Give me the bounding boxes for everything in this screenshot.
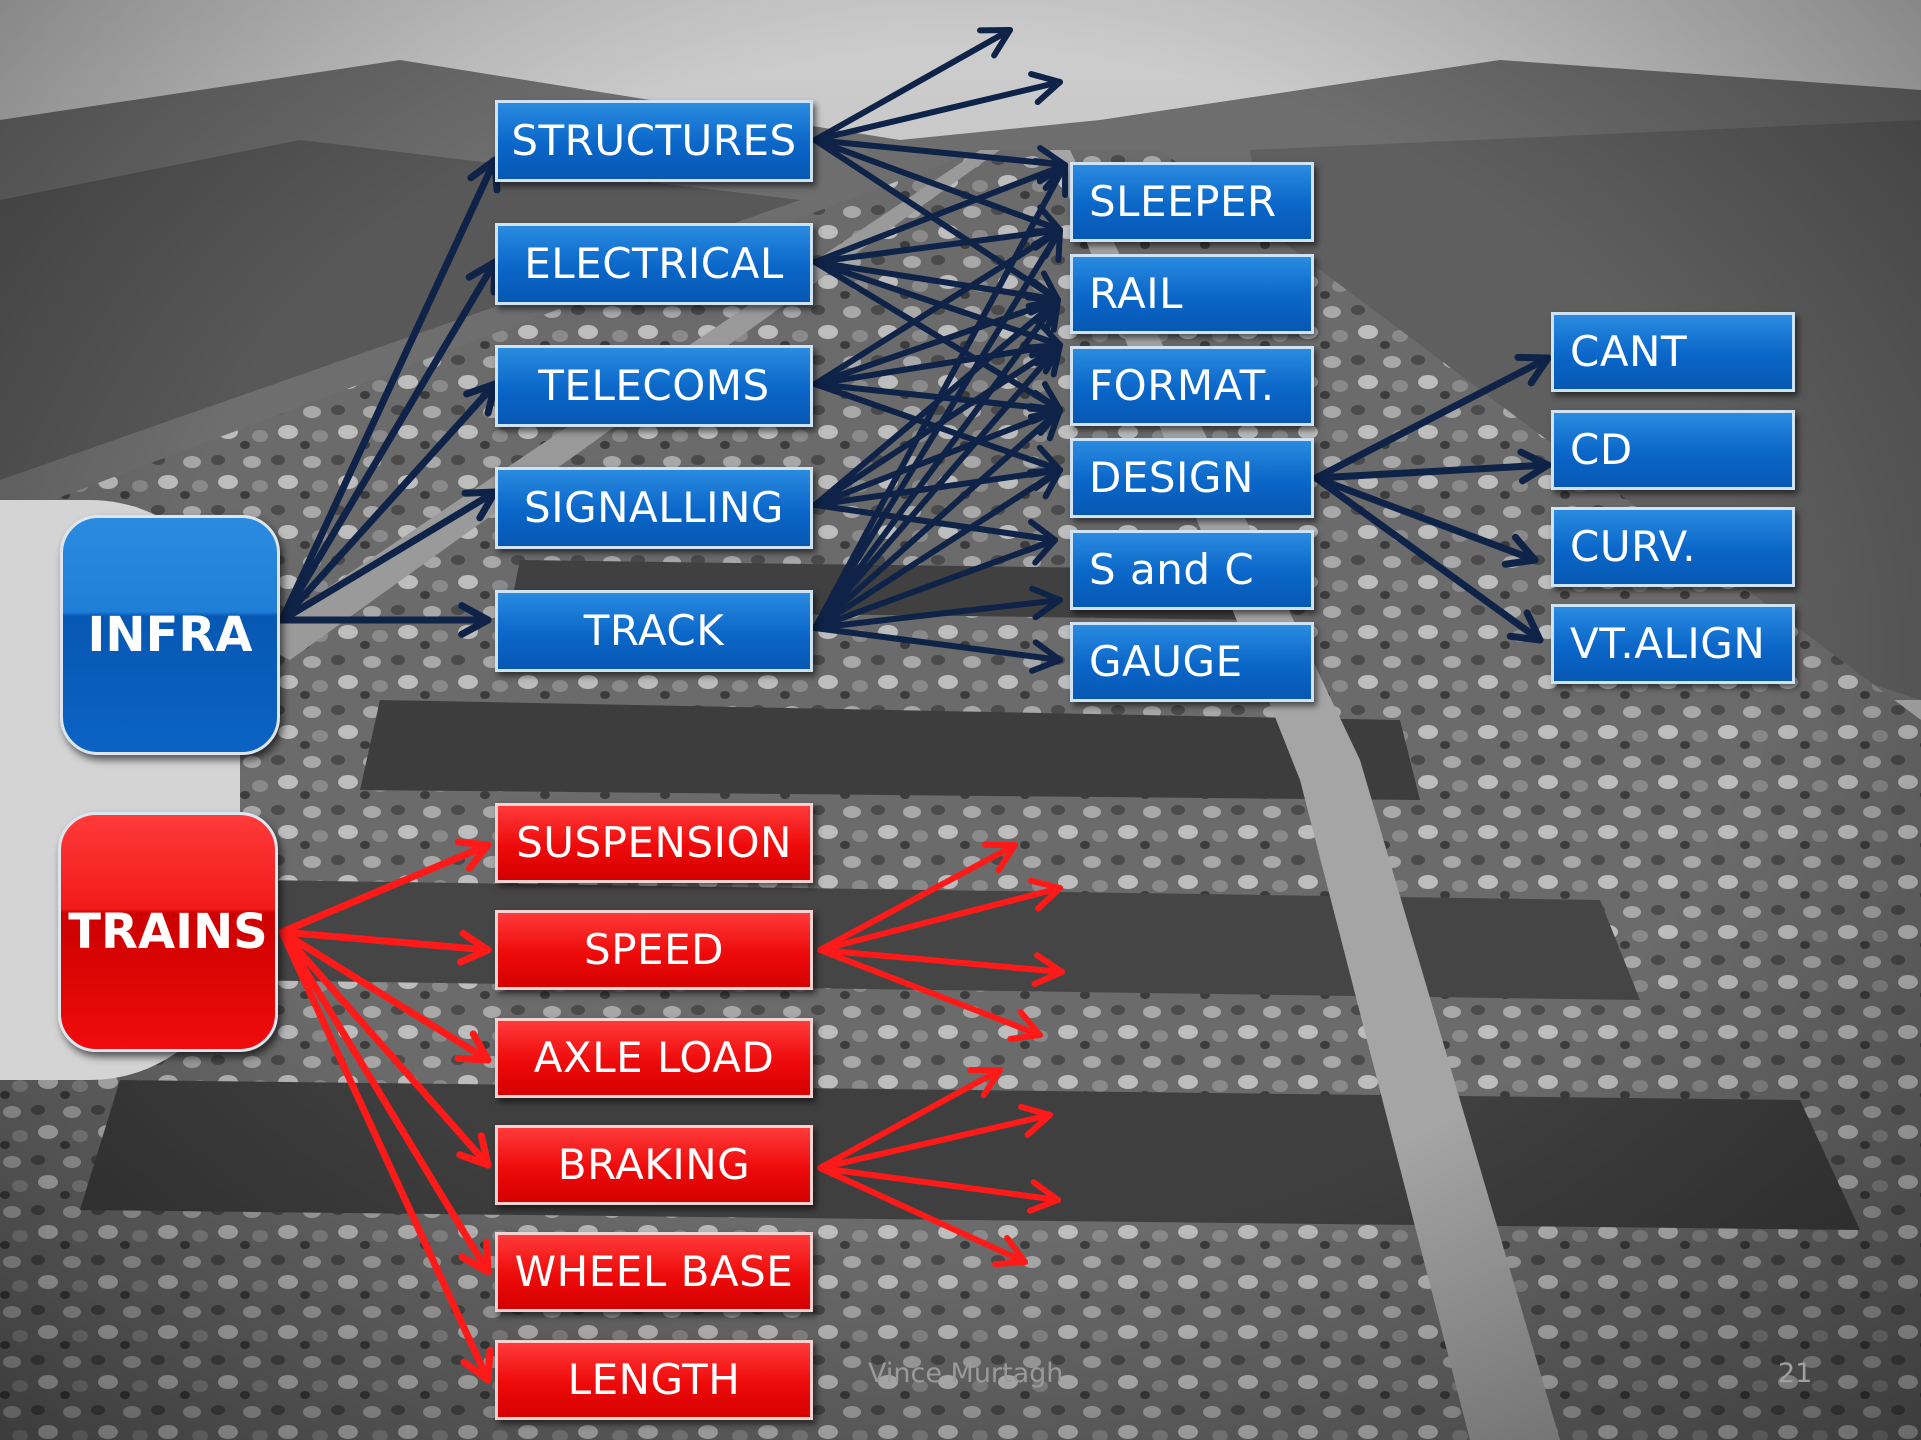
cd-node: CD bbox=[1551, 410, 1795, 490]
s-and-c-node: S and C bbox=[1070, 530, 1314, 610]
vt-align-node: VT.ALIGN bbox=[1551, 604, 1795, 684]
speed-node: SPEED bbox=[495, 910, 813, 990]
design-arrow bbox=[1312, 448, 1552, 485]
infra-arrow bbox=[278, 380, 499, 624]
trains-node: TRAINS bbox=[58, 812, 278, 1052]
infra-arrow bbox=[278, 258, 499, 624]
design-node: DESIGN bbox=[1070, 438, 1314, 518]
length-node: LENGTH bbox=[495, 1340, 813, 1420]
infra-child-arrow bbox=[812, 407, 1063, 631]
braking-arrow bbox=[817, 1103, 1053, 1171]
trains-arrow bbox=[278, 928, 494, 1384]
infra-node: INFRA bbox=[60, 515, 280, 755]
format-node: FORMAT. bbox=[1070, 346, 1314, 426]
trains-arrow bbox=[278, 928, 492, 966]
braking-node: BRAKING bbox=[495, 1125, 813, 1205]
sleeper-node: SLEEPER bbox=[1070, 162, 1314, 242]
wheel-base-node: WHEEL BASE bbox=[495, 1232, 813, 1312]
infra-child-arrow bbox=[812, 502, 1058, 554]
telecoms-node: TELECOMS bbox=[495, 345, 813, 427]
signalling-node: SIGNALLING bbox=[495, 467, 813, 549]
infra-arrow bbox=[278, 156, 501, 624]
infra-child-arrow bbox=[812, 227, 1063, 387]
infra-child-arrow bbox=[812, 625, 1063, 674]
footer-author: Vince Murtagh bbox=[868, 1358, 1064, 1389]
trains-arrow bbox=[278, 928, 492, 1169]
infra-child-arrow bbox=[812, 71, 1063, 143]
braking-arrow bbox=[817, 1165, 1028, 1268]
curv-node: CURV. bbox=[1551, 507, 1795, 587]
page-number: 21 bbox=[1778, 1358, 1813, 1389]
infra-child-arrow bbox=[812, 467, 1063, 631]
design-arrow bbox=[1312, 474, 1544, 644]
infra-child-arrow bbox=[812, 532, 1058, 631]
trains-arrow bbox=[278, 928, 492, 1276]
trains-arrow bbox=[278, 928, 492, 1064]
speed-arrow bbox=[817, 841, 1018, 953]
infra-child-arrow bbox=[812, 297, 1061, 631]
rail-node: RAIL bbox=[1070, 254, 1314, 334]
infra-arrow bbox=[278, 602, 492, 638]
track-node: TRACK bbox=[495, 590, 813, 672]
electrical-node: ELECTRICAL bbox=[495, 223, 813, 305]
speed-arrow bbox=[817, 877, 1063, 953]
infra-child-arrow bbox=[812, 137, 1068, 180]
braking-arrow bbox=[817, 1066, 1003, 1171]
design-arrow bbox=[1312, 353, 1552, 482]
infra-child-arrow bbox=[812, 585, 1063, 631]
infra-child-arrow bbox=[812, 27, 1013, 143]
axle-load-node: AXLE LOAD bbox=[495, 1018, 813, 1098]
infra-child-arrow bbox=[812, 162, 1069, 631]
braking-arrow bbox=[817, 1165, 1061, 1214]
cant-node: CANT bbox=[1551, 312, 1795, 392]
trains-arrow bbox=[278, 838, 492, 936]
design-arrow bbox=[1312, 474, 1539, 568]
gauge-node: GAUGE bbox=[1070, 622, 1314, 702]
infra-child-arrow bbox=[812, 227, 1063, 631]
speed-arrow bbox=[817, 947, 1065, 987]
speed-arrow bbox=[817, 947, 1043, 1042]
infra-child-arrow bbox=[812, 342, 1063, 631]
structures-node: STRUCTURES bbox=[495, 100, 813, 182]
suspension-node: SUSPENSION bbox=[495, 803, 813, 883]
